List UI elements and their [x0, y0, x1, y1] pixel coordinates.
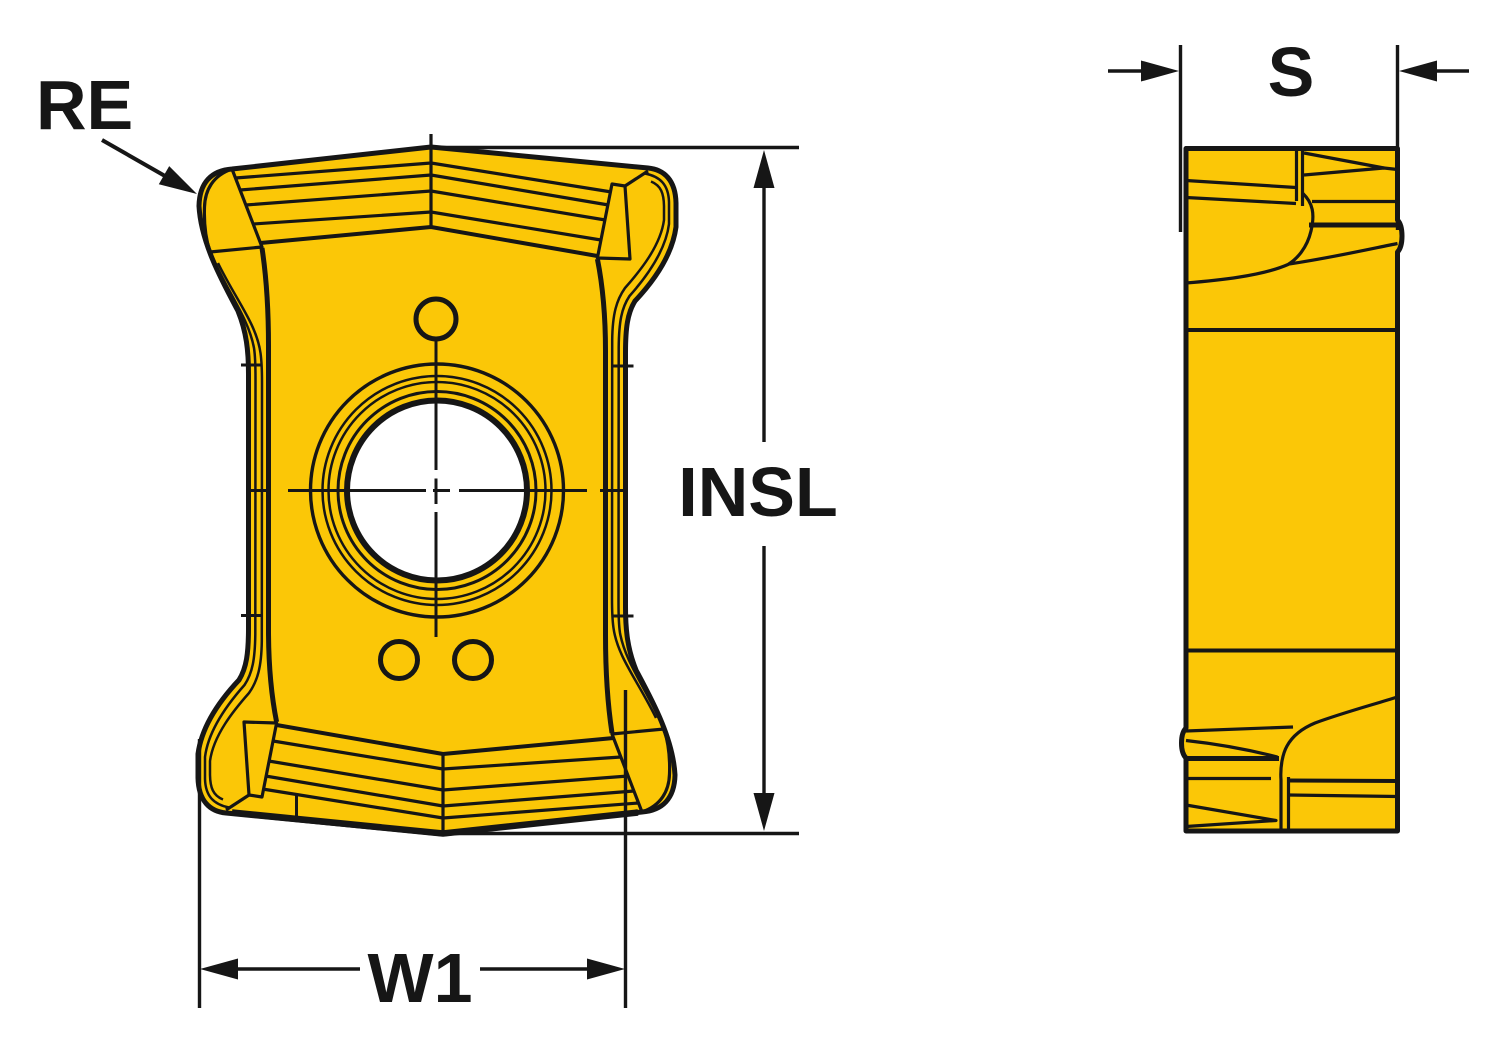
- front-topright-corner-facet: [595, 182, 632, 261]
- dimension-re-leader: [101, 138, 197, 194]
- front-bottom-edge: [231, 809, 639, 837]
- drawing-line: [1288, 793, 1398, 799]
- drawing-line: [1185, 803, 1278, 829]
- dimensions: [101, 45, 1469, 1008]
- front-topright-corner-line: [624, 169, 649, 188]
- drawing-line: [262, 787, 639, 820]
- drawing-line: [259, 247, 280, 723]
- drawing-line: [1185, 725, 1294, 733]
- drawing-line: [272, 739, 622, 771]
- front-bottomleft-corner-line: [225, 793, 250, 812]
- label-insl: INSL: [678, 453, 837, 531]
- drawing-line: [252, 210, 602, 242]
- front-edge-ticks: [241, 363, 634, 818]
- drawing-line: [245, 189, 606, 222]
- re-leader-line: [101, 138, 173, 182]
- front-side-contour-lines: [203, 172, 671, 809]
- insl-arrowhead-bottom-icon: [753, 793, 775, 831]
- front-top-facet-lines: [235, 161, 612, 242]
- dimension-labels: RE INSL W1 S: [36, 33, 1314, 1017]
- front-bottom-facet-lines: [262, 739, 639, 820]
- bottom-small-hole-right: [452, 639, 494, 681]
- side-bottom-facets: [1185, 695, 1398, 830]
- label-s: S: [1268, 33, 1315, 111]
- drawing-line: [1185, 738, 1278, 759]
- drawing-line: [1303, 151, 1385, 170]
- side-view: [1179, 146, 1405, 834]
- dimension-s: [1108, 45, 1469, 232]
- dimension-insl: [436, 145, 799, 836]
- w1-arrowhead-right-icon: [587, 958, 625, 980]
- label-w1: W1: [368, 939, 473, 1017]
- s-arrowhead-left-icon: [1141, 60, 1179, 82]
- drawing-line: [208, 262, 264, 801]
- drawing-line: [1303, 166, 1398, 177]
- drawing-line: [265, 774, 635, 808]
- drawing-line: [268, 759, 629, 792]
- side-insert-outline: [1179, 146, 1405, 834]
- drawing-line: [1185, 191, 1315, 285]
- drawing-line: [1288, 241, 1398, 266]
- drawing-line: [203, 253, 257, 809]
- front-centerlines: [249, 339, 624, 637]
- front-bottom-shoulder-line: [276, 723, 614, 756]
- s-arrowhead-right-icon: [1399, 60, 1437, 82]
- drawing-line: [1185, 178, 1297, 190]
- drawing-line: [1279, 695, 1398, 829]
- w1-arrowhead-left-icon: [200, 958, 238, 980]
- drawing-line: [1185, 195, 1297, 206]
- front-face-boundary-lines: [259, 247, 615, 734]
- dimension-w1: [197, 690, 628, 1008]
- front-bottomleft-corner-facet: [242, 720, 279, 799]
- drawing-line: [617, 172, 671, 728]
- drawing-line: [235, 161, 612, 194]
- side-bottom-right-line: [1288, 778, 1398, 783]
- drawing-line: [239, 173, 609, 207]
- label-re: RE: [36, 66, 133, 144]
- drawing-line: [594, 258, 615, 734]
- insl-arrowhead-top-icon: [753, 150, 775, 188]
- front-topleft-corner-facet: [202, 167, 264, 254]
- front-view: [195, 134, 679, 837]
- side-top-facets: [1185, 150, 1398, 285]
- bottom-small-hole-left: [378, 639, 420, 681]
- front-bottomright-corner-facet: [610, 727, 672, 814]
- drawing-line: [610, 180, 666, 719]
- front-top-shoulder-line: [260, 225, 598, 258]
- re-leader-arrowhead-icon: [158, 166, 197, 194]
